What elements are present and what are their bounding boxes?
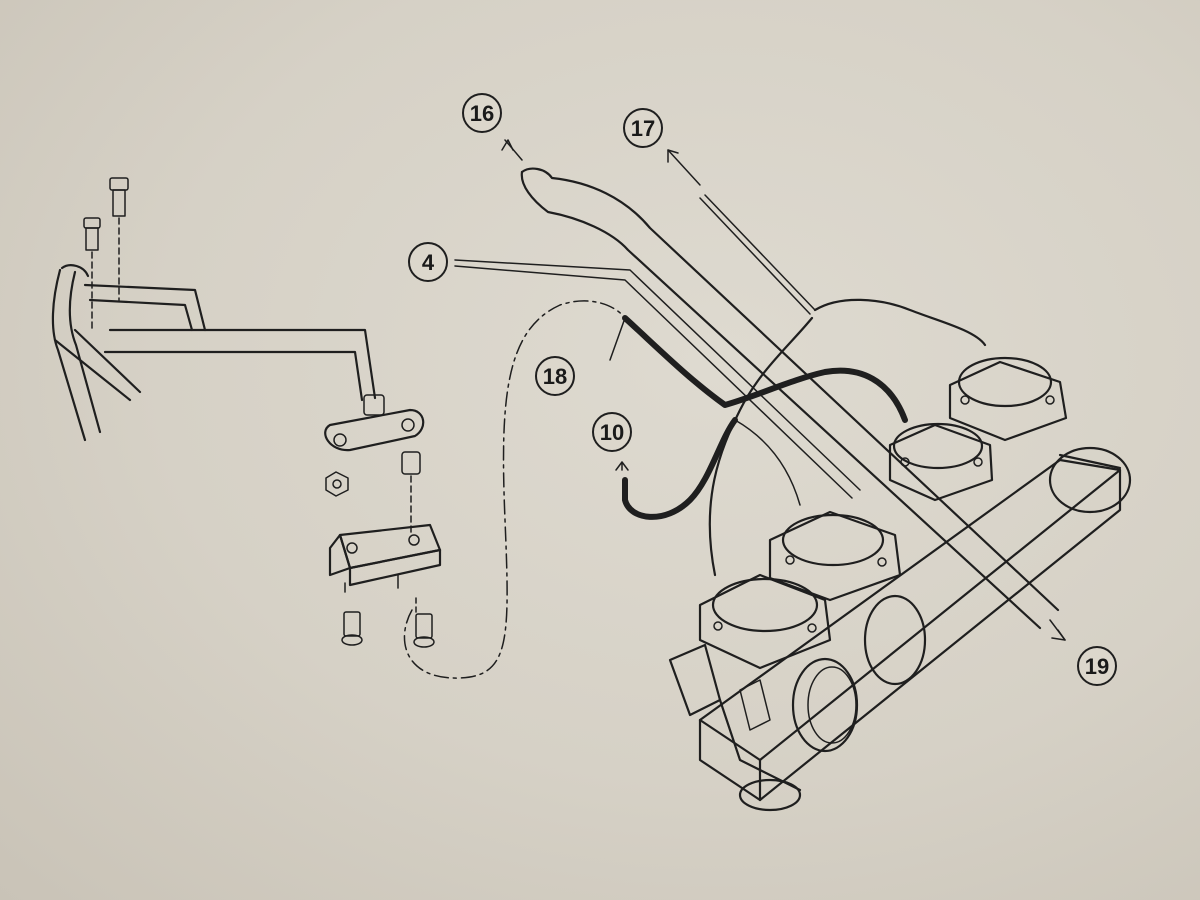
leader-lines [501, 139, 1066, 641]
cable-4 [454, 259, 861, 499]
carburetor-top-2 [768, 510, 902, 602]
bracket-plate [324, 394, 425, 452]
callout-19: 19 [1077, 646, 1117, 686]
callout-19-label: 19 [1085, 654, 1109, 679]
callout-4-label: 4 [422, 250, 435, 275]
cable-10-hose [622, 417, 738, 520]
callout-16-label: 16 [470, 101, 494, 126]
carburetor-top-4 [948, 356, 1068, 442]
cable-routing-loop [403, 300, 626, 679]
mounting-bolt-upper-left [83, 217, 101, 329]
frame-tube-assembly [51, 264, 207, 442]
screw-lower-left [341, 611, 363, 646]
callout-18-label: 18 [543, 364, 567, 389]
callout-18: 18 [535, 356, 575, 396]
intake-bore-front-2 [863, 594, 927, 686]
intake-bore-front-1 [791, 657, 859, 753]
carburetor-bank [668, 356, 1132, 812]
callout-17-label: 17 [631, 116, 655, 141]
bracket-arm [103, 328, 377, 402]
cable-17 [699, 194, 816, 315]
cable-18-hose [622, 315, 908, 423]
intake-bore-rear [1048, 446, 1132, 514]
screw-lower-right [413, 597, 435, 648]
nut-left [325, 471, 349, 497]
cable-branch-junction [708, 298, 987, 577]
carburetor-top-1 [698, 573, 832, 670]
junction-block [328, 523, 442, 593]
cable-16-hose [520, 167, 1060, 630]
carburetor-top-3 [888, 422, 994, 502]
nut-right [401, 451, 421, 536]
callout-17: 17 [623, 108, 663, 148]
mounting-bolt-upper-right [109, 177, 129, 301]
callout-4: 4 [408, 242, 448, 282]
callout-10: 10 [592, 412, 632, 452]
callout-16: 16 [462, 93, 502, 133]
callout-10-label: 10 [600, 420, 624, 445]
bowl-linkage [668, 643, 802, 812]
